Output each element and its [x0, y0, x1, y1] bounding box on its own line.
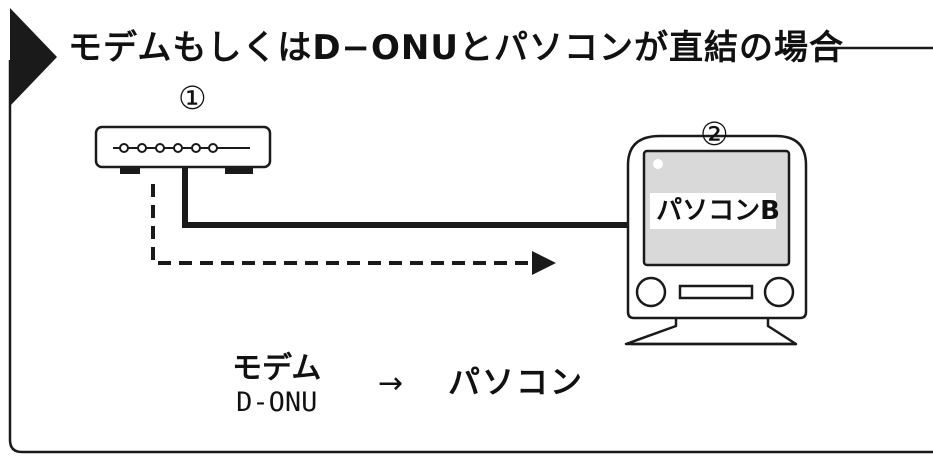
cable-solid — [182, 167, 628, 228]
panel-frame — [8, 60, 933, 454]
computer-icon — [624, 134, 808, 346]
caption-destination: パソコン — [448, 363, 585, 401]
caption-modem: モデム — [232, 351, 322, 386]
computer-screen-label: パソコンB — [656, 196, 780, 226]
caption-arrow: → — [378, 366, 404, 401]
device-marker-2: ② — [700, 115, 729, 153]
diagram-title: モデムもしくはD−ONUとパソコンが直結の場合 — [68, 28, 844, 68]
caption-source: モデム D-ONU — [232, 352, 321, 420]
modem-icon — [94, 125, 272, 174]
caption-d-onu: D-ONU — [236, 387, 318, 418]
dashed-arrow-icon — [151, 184, 556, 275]
device-marker-1: ① — [178, 79, 207, 117]
header-triangle-icon — [10, 8, 57, 106]
